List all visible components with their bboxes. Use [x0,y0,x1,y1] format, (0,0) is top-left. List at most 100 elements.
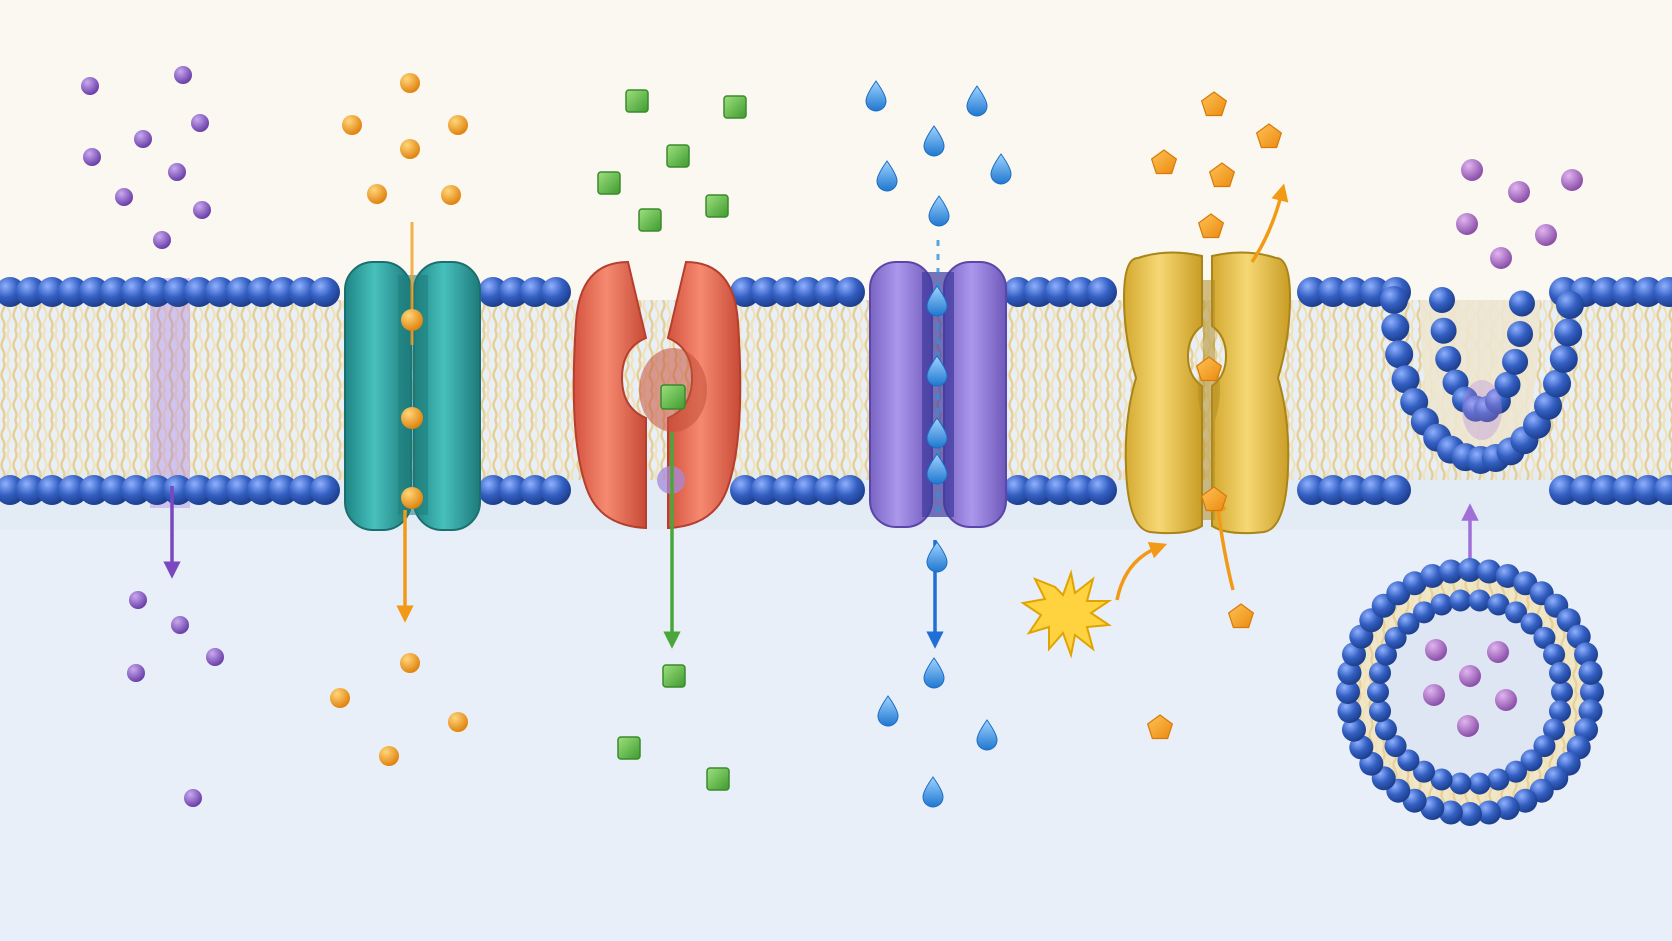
phospholipid-head [478,277,508,307]
phospholipid-head [1543,643,1566,666]
phospholipid-head [1591,475,1621,505]
phospholipid-head [541,277,571,307]
phospholipid-head [1337,660,1362,685]
phospholipid-head [268,475,298,505]
phospholipid-head [268,277,298,307]
phospholipid-head [541,475,571,505]
purple-sphere-solute [134,130,152,148]
orange-pentagon-solute [1227,603,1255,629]
phospholipid-head [1533,735,1556,758]
pink-sphere-solute [1495,689,1517,711]
green-cube-solute [706,767,730,791]
phospholipid-head [1430,317,1457,344]
phospholipid-head [1449,589,1472,612]
carrier-protein [572,260,742,649]
phospholipid-head [1318,475,1348,505]
phospholipid-head [772,475,802,505]
phospholipid-head [1548,661,1571,684]
orange-sphere-solute [400,653,420,673]
phospholipid-head [184,475,214,505]
water-droplet [926,541,948,573]
phospholipid-head [121,277,151,307]
water-droplet [923,125,945,157]
water-droplet [926,453,948,485]
orange-sphere-solute [367,184,387,204]
pink-sphere-solute [1490,247,1512,269]
phospholipid-head [1612,475,1642,505]
water-droplet [922,776,944,808]
phospholipid-head [100,277,130,307]
phospholipid-head [1430,593,1453,616]
phospholipid-head [835,475,865,505]
green-cube-solute [597,171,621,195]
phospholipid-head [37,475,67,505]
purple-sphere-solute [171,616,189,634]
green-cube-solute [617,736,641,760]
phospholipid-head [730,277,760,307]
pink-sphere-solute [1535,224,1557,246]
green-cube-solute [638,208,662,232]
phospholipid-head [520,475,550,505]
orange-pentagon-solute [1255,123,1283,149]
phospholipid-head [1339,475,1369,505]
phospholipid-head [226,277,256,307]
phospholipid-head [835,277,865,307]
phospholipid-head [1468,772,1491,795]
phospholipid-head [478,475,508,505]
phospholipid-head [310,475,340,505]
phospholipid-head [1318,277,1348,307]
purple-sphere-solute [127,664,145,682]
outer-phospholipid-heads [0,277,1672,307]
phospholipid-head [1468,589,1491,612]
water-droplet [966,85,988,117]
phospholipid-head [1341,717,1366,742]
phospholipid-head [1380,286,1408,314]
phospholipid-head [1381,475,1411,505]
orange-pentagon-solute [1200,486,1228,512]
purple-sphere-solute [153,231,171,249]
phospholipid-head [1397,749,1420,772]
pink-sphere-solute [1459,665,1481,687]
phospholipid-head [1367,681,1389,703]
phospholipid-head [1066,475,1096,505]
phospholipid-head [1045,475,1075,505]
green-cube-solute [723,95,747,119]
endocytosis-pit [1380,286,1584,474]
pink-sphere-solute [1508,181,1530,203]
phospholipid-head [247,475,277,505]
phospholipid-head [1430,768,1453,791]
phospholipid-head [163,277,193,307]
phospholipid-head [1297,277,1327,307]
phospholipid-head [814,475,844,505]
orange-sphere-solute [448,712,468,732]
orange-sphere-solute [342,115,362,135]
pink-sphere-solute [1425,639,1447,661]
phospholipid-head [1508,290,1535,317]
purple-sphere-solute [191,114,209,132]
phospholipid-head [1339,277,1369,307]
phospholipid-head [1502,348,1529,375]
phospholipid-head [1520,749,1543,772]
phospholipid-head [205,277,235,307]
phospholipid-head [142,277,172,307]
phospholipid-head [37,277,67,307]
phospholipid-head [1003,475,1033,505]
vesicle [1336,558,1604,826]
green-cube-solute [666,144,690,168]
phospholipid-head [1505,760,1527,783]
phospholipid-head [226,475,256,505]
phospholipid-head [247,277,277,307]
star-burst-icon [1020,569,1113,659]
purple-sphere-solute [174,66,192,84]
phospholipid-head [1360,475,1390,505]
phospholipid-head [1336,680,1360,704]
pink-sphere-solute [1461,159,1483,181]
phospholipid-head [1551,681,1573,703]
phospholipid-head [1505,601,1527,624]
phospholipid-head [1066,277,1096,307]
phospholipid-head [1612,277,1642,307]
water-droplet [926,285,948,317]
phospholipid-head [100,475,130,505]
phospholipid-head [751,277,781,307]
